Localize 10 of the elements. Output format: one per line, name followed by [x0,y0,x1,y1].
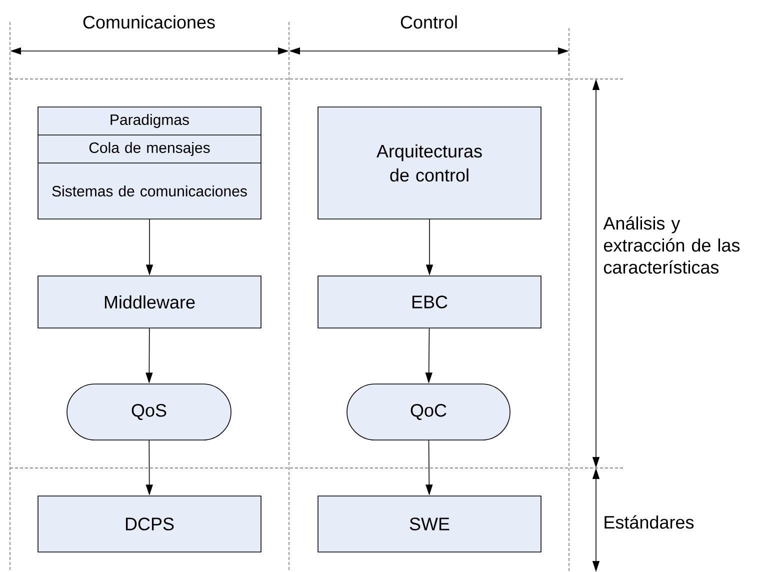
stacked-box: Paradigmas Cola de mensajes Sistemas de comunicaciones [38,106,262,220]
process-box: DCPS [38,496,262,552]
axis-label: Comunicaciones [83,15,215,29]
process-box: EBC [318,276,542,328]
axis-label: Estándares [604,515,694,529]
process-box: Middleware [38,276,262,328]
process-box: SWE [318,496,542,552]
process-box: Arquitecturas de control [318,106,542,220]
axis-label: Análisis y extracción de las características [603,216,740,274]
axis-label: Control [400,15,457,29]
